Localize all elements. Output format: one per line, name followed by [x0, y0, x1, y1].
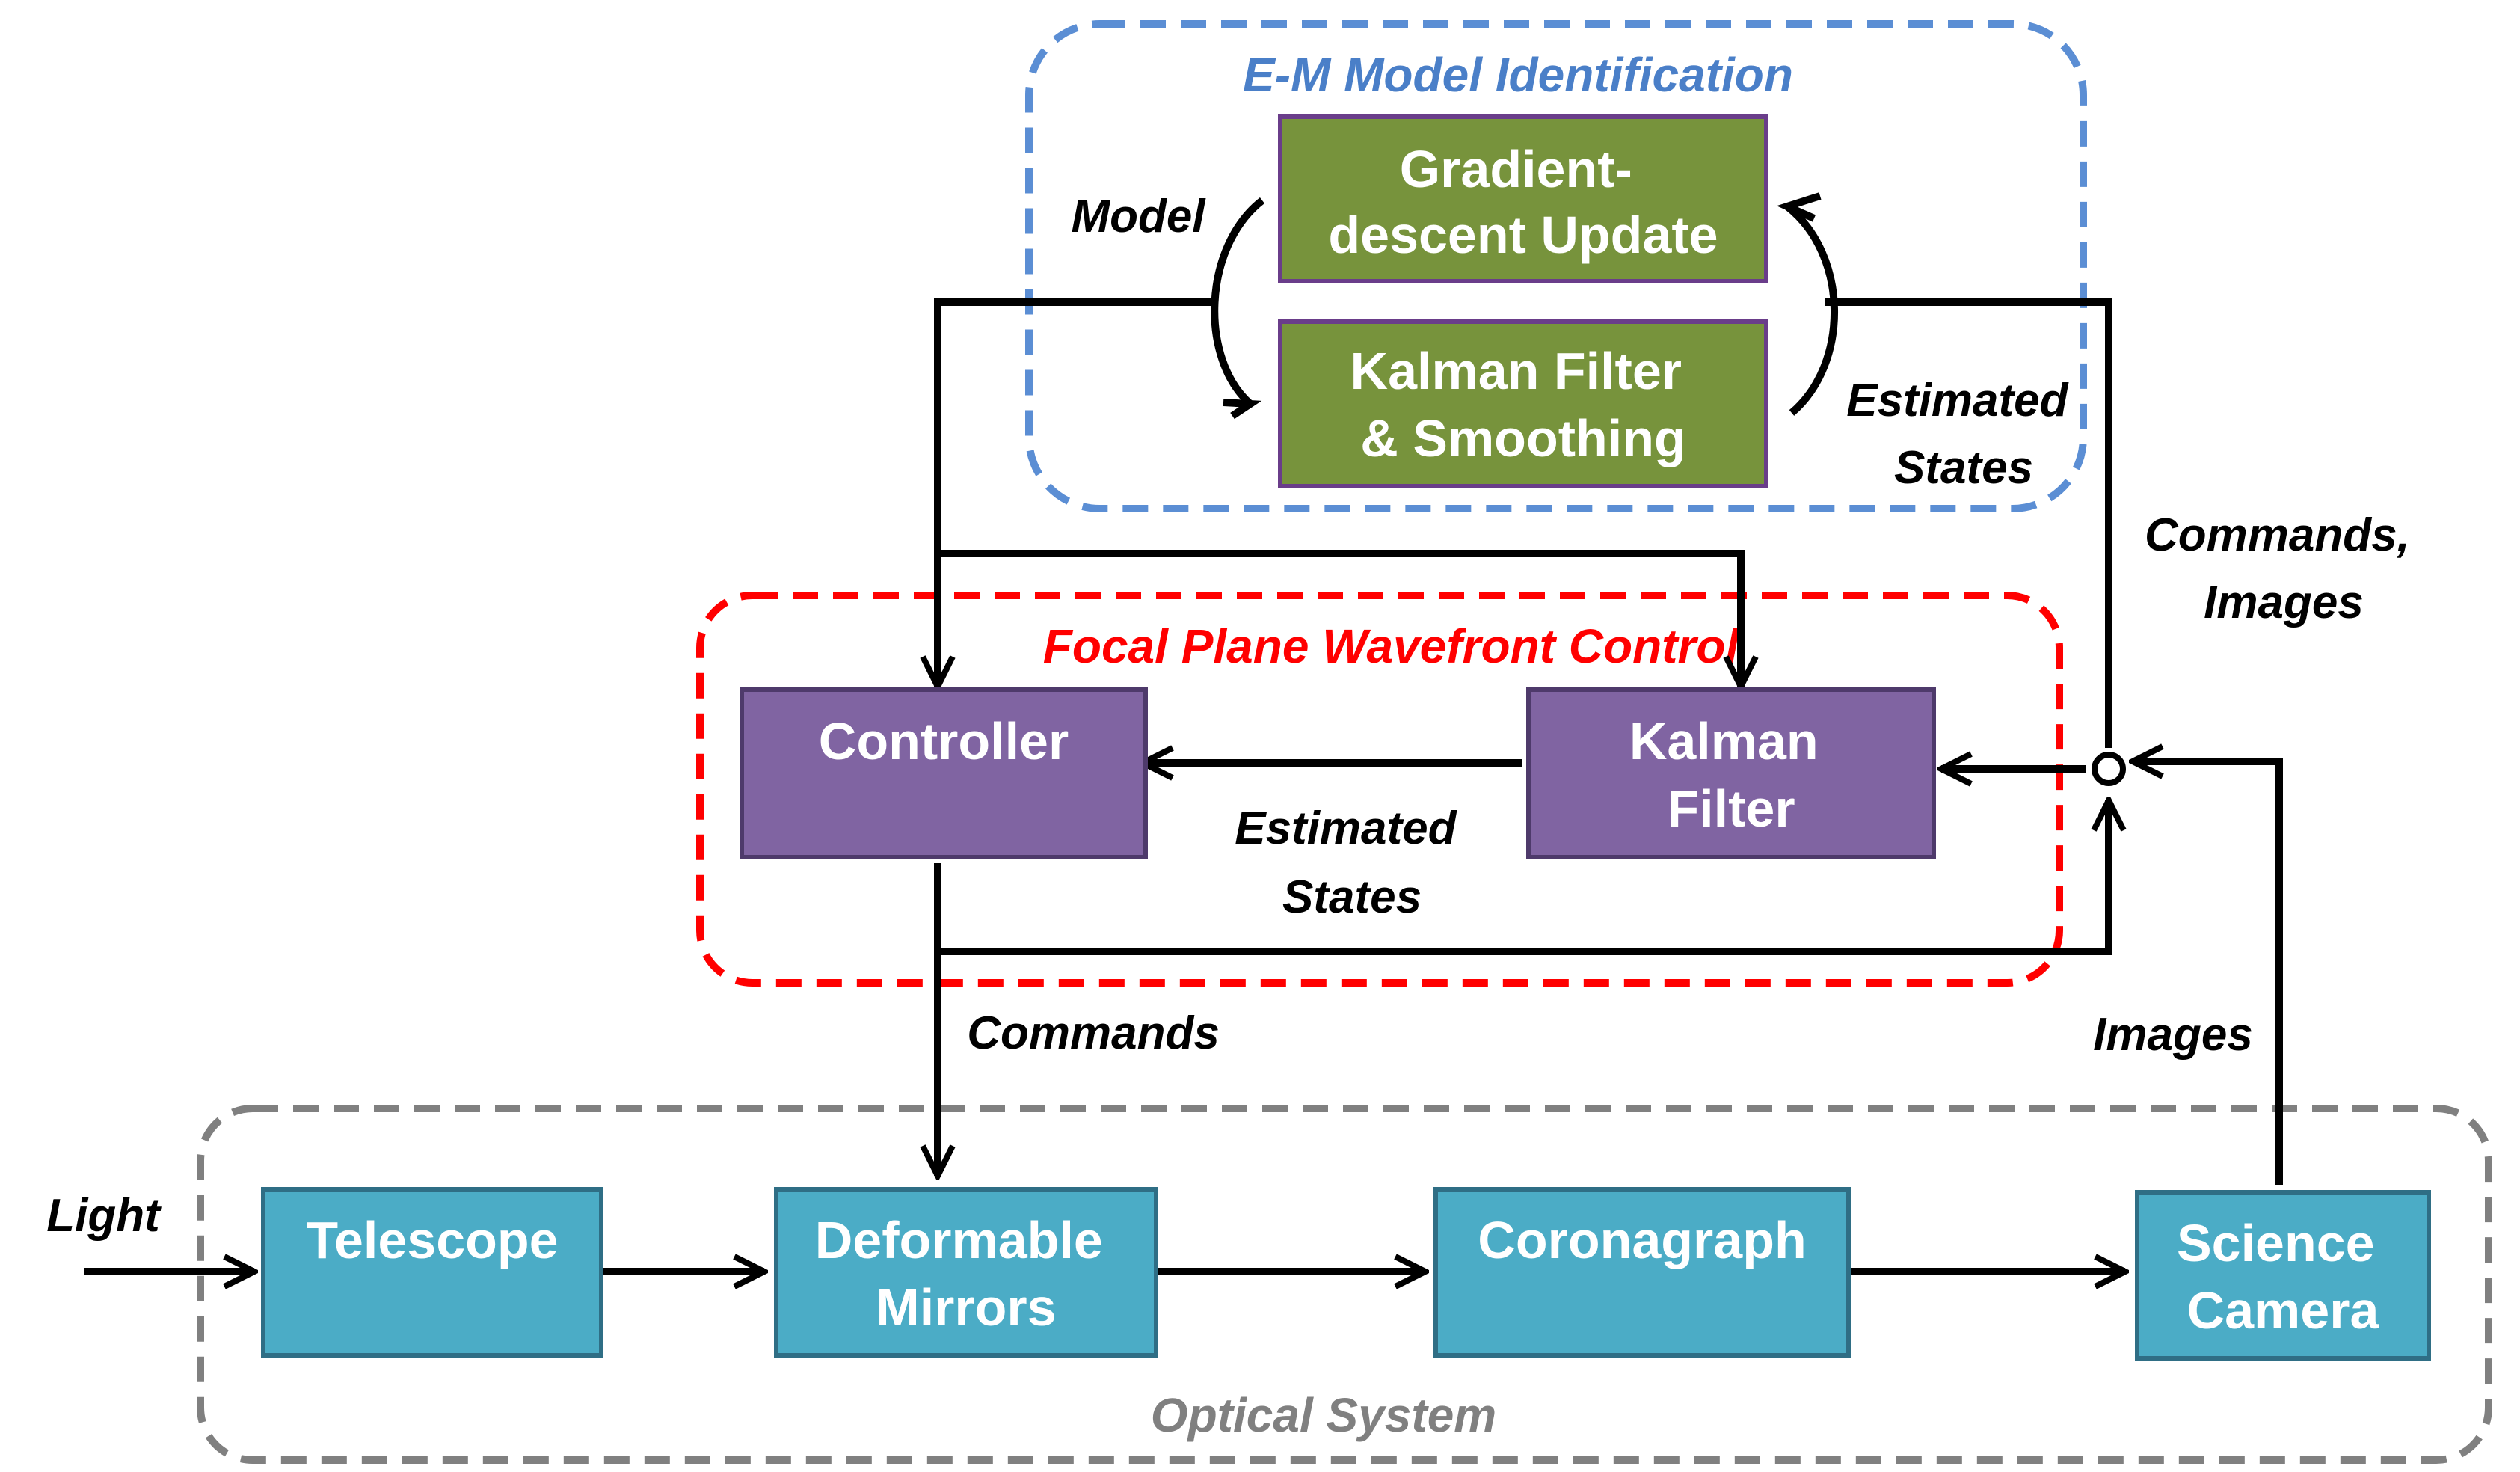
em-estimated-label: Estimated	[1846, 375, 2068, 426]
svg-text:Controller: Controller	[819, 712, 1069, 770]
gradient-line-1: Gradient-	[1400, 140, 1632, 198]
gradient-line-2: descent Update	[1328, 206, 1718, 264]
kalman-smoothing-box: Kalman Filter & Smoothing	[1278, 319, 1768, 488]
summing-junction	[2092, 752, 2126, 786]
deformable-mirrors-box: Deformable Mirrors	[774, 1187, 1158, 1358]
fpwc-group-border	[696, 592, 2063, 987]
kalman-filter-line-1: Kalman	[1629, 712, 1819, 770]
em-right-bracket-tip	[1776, 192, 1822, 222]
controller-label: Controller	[819, 712, 1069, 770]
controller-box: Controller	[740, 687, 1148, 859]
telescope-label: Telescope	[306, 1211, 558, 1269]
fpwc-estimated-label: Estimated	[1235, 803, 1457, 854]
images-label: Images	[2093, 1009, 2253, 1061]
light-label: Light	[46, 1190, 162, 1242]
fpwc-group-title: Focal Plane Wavefront Control	[1043, 619, 1740, 673]
optical-group-border	[197, 1105, 2492, 1464]
commands-comma-label: Commands,	[2145, 509, 2410, 561]
commands-images-to-em-line	[1825, 298, 2112, 748]
commands-images-label: Images	[2204, 577, 2364, 628]
commands-label: Commands	[967, 1008, 1220, 1059]
svg-text:Estimated States: Estimated States	[1846, 375, 2081, 494]
model-to-controller-arrow	[938, 298, 1211, 687]
kalman-filter-line-2: Filter	[1667, 779, 1795, 838]
camera-line-2: Camera	[2187, 1281, 2380, 1340]
fpwc-states-label: States	[1282, 871, 1422, 923]
svg-text:Gradient- descent Update: Gradient- descent Update	[1328, 140, 1718, 264]
svg-text:Commands, Images: Commands, Images	[2145, 509, 2423, 628]
em-left-bracket	[1211, 197, 1265, 407]
optical-group-title: Optical System	[1151, 1388, 1496, 1442]
kalman-smoothing-line-2: & Smoothing	[1360, 409, 1685, 467]
science-camera-box: Science Camera	[2135, 1190, 2431, 1361]
model-label: Model	[1071, 191, 1206, 242]
gradient-descent-box: Gradient- descent Update	[1278, 114, 1768, 283]
em-states-label: States	[1894, 442, 2033, 494]
em-group-border	[1025, 20, 2087, 512]
model-to-kalman-arrow	[938, 550, 1741, 687]
kalman-smoothing-line-1: Kalman Filter	[1350, 342, 1682, 400]
svg-text:Estimated States: Estimated States	[1235, 803, 1469, 923]
svg-text:Kalman Filter & Smoothin: Kalman Filter & Smoothing	[1350, 342, 1697, 467]
svg-text:Coronagraph: Coronagraph	[1478, 1211, 1806, 1269]
camera-line-1: Science	[2177, 1214, 2375, 1272]
em-right-bracket	[1784, 203, 1838, 416]
svg-text:Science Camera: Science Camera	[2177, 1214, 2389, 1340]
coronagraph-label: Coronagraph	[1478, 1211, 1806, 1269]
em-group-title: E-M Model Identification	[1243, 48, 1793, 102]
telescope-box: Telescope	[261, 1187, 603, 1358]
mirrors-line-2: Mirrors	[876, 1278, 1056, 1337]
kalman-filter-box: Kalman Filter	[1526, 687, 1936, 859]
svg-text:Deformable Mirrors: Deformable Mirrors	[815, 1211, 1118, 1337]
mirrors-line-1: Deformable	[815, 1211, 1103, 1269]
svg-text:Telescope: Telescope	[306, 1211, 558, 1269]
commands-to-junction-arrow	[938, 800, 2109, 955]
svg-text:Kalman Filter: Kalman Filter	[1629, 712, 1833, 838]
images-to-junction-arrow	[2133, 761, 2283, 1185]
em-left-bracket-tip	[1223, 399, 1262, 420]
coronagraph-box: Coronagraph	[1433, 1187, 1851, 1358]
